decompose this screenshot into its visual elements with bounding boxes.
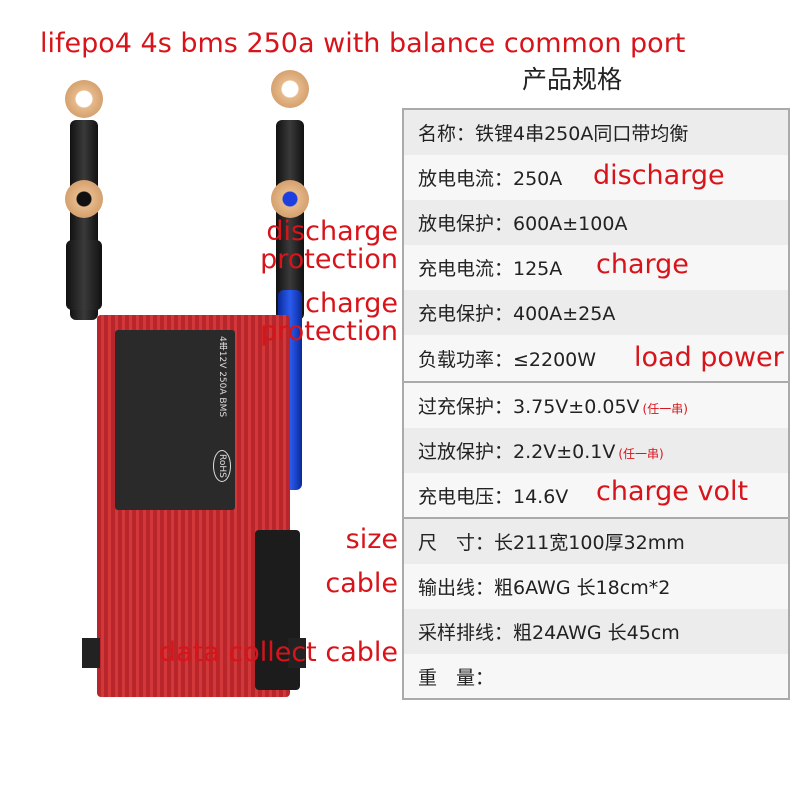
spec-text: 重 量： (418, 667, 495, 689)
divider (404, 517, 788, 519)
spec-note: (任一串) (642, 402, 688, 416)
spec-text: 尺 寸：长211宽100厚32mm (418, 532, 685, 554)
spec-text: 过放保护：2.2V±0.1V (418, 441, 616, 463)
annotation-size: size (345, 524, 398, 555)
spec-text: 充电电压：14.6V (418, 486, 569, 508)
annotation-charge-protection: charge protection (260, 288, 398, 348)
spec-row-charge-protection: 充电保护：400A±25A (404, 290, 788, 335)
spec-text: 负载功率：≤2200W (418, 348, 597, 371)
spec-text: 充电电流：125A (418, 258, 563, 280)
annotation-charge: charge (596, 249, 689, 280)
annotation-data-collect-cable: data collect cable (158, 637, 398, 668)
spec-row-output-cable: 输出线：粗6AWG 长18cm*2 (404, 564, 788, 609)
positive-lug-mid (271, 180, 309, 218)
spec-table: 名称：铁锂4串250A同口带均衡 放电电流：250A 放电保护：600A±100… (402, 108, 790, 700)
spec-text: 名称：铁锂4串250A同口带均衡 (418, 123, 689, 145)
spec-row-discharge-protection: 放电保护：600A±100A (404, 200, 788, 245)
bms-product-image: 4串12V 250A BMS RoHS (65, 60, 310, 700)
spec-note: (任一串) (618, 447, 664, 461)
annotation-charge-volt: charge volt (596, 476, 749, 507)
annotation-discharge: discharge (593, 160, 725, 191)
spec-text: 过充保护：3.75V±0.05V (418, 396, 640, 418)
spec-row-charge-current: 充电电流：125A (404, 245, 788, 290)
annotation-discharge-protection: discharge protection (260, 216, 398, 276)
spec-text: 采样排线：粗24AWG 长45cm (418, 622, 680, 644)
annotation-cable: cable (325, 568, 398, 599)
spec-title: 产品规格 (522, 65, 623, 94)
spec-text: 放电电流：250A (418, 168, 563, 190)
spec-row-load-power: 负载功率：≤2200W (404, 335, 788, 381)
negative-cable-sleeve (66, 240, 102, 310)
annotation-load-power: load power (634, 342, 784, 373)
spec-row-charge-voltage: 充电电压：14.6V (404, 473, 788, 518)
divider (404, 381, 788, 383)
page-title: lifepo4 4s bms 250a with balance common … (40, 28, 686, 59)
spec-row-discharge-current: 放电电流：250A (404, 155, 788, 200)
mount-tab-left (82, 638, 100, 668)
label-panel: 4串12V 250A BMS RoHS (115, 330, 235, 510)
spec-row-size: 尺 寸：长211宽100厚32mm (404, 519, 788, 564)
spec-text: 充电保护：400A±25A (418, 303, 616, 325)
spec-text: 输出线：粗6AWG 长18cm*2 (418, 577, 671, 599)
spec-row-overcharge: 过充保护：3.75V±0.05V(任一串) (404, 383, 788, 428)
spec-text: 放电保护：600A±100A (418, 213, 628, 235)
spec-row-weight: 重 量： (404, 654, 788, 699)
negative-lug-mid (65, 180, 103, 218)
positive-lug-top (271, 70, 309, 108)
spec-row-name: 名称：铁锂4串250A同口带均衡 (404, 110, 788, 155)
positive-cable (276, 120, 304, 320)
spec-row-sampling-cable: 采样排线：粗24AWG 长45cm (404, 609, 788, 654)
spec-row-overdischarge: 过放保护：2.2V±0.1V(任一串) (404, 428, 788, 473)
model-label: 4串12V 250A BMS (217, 336, 227, 418)
mount-tab-right (288, 638, 306, 668)
rohs-logo: RoHS (213, 449, 231, 482)
negative-lug-top (65, 80, 103, 118)
